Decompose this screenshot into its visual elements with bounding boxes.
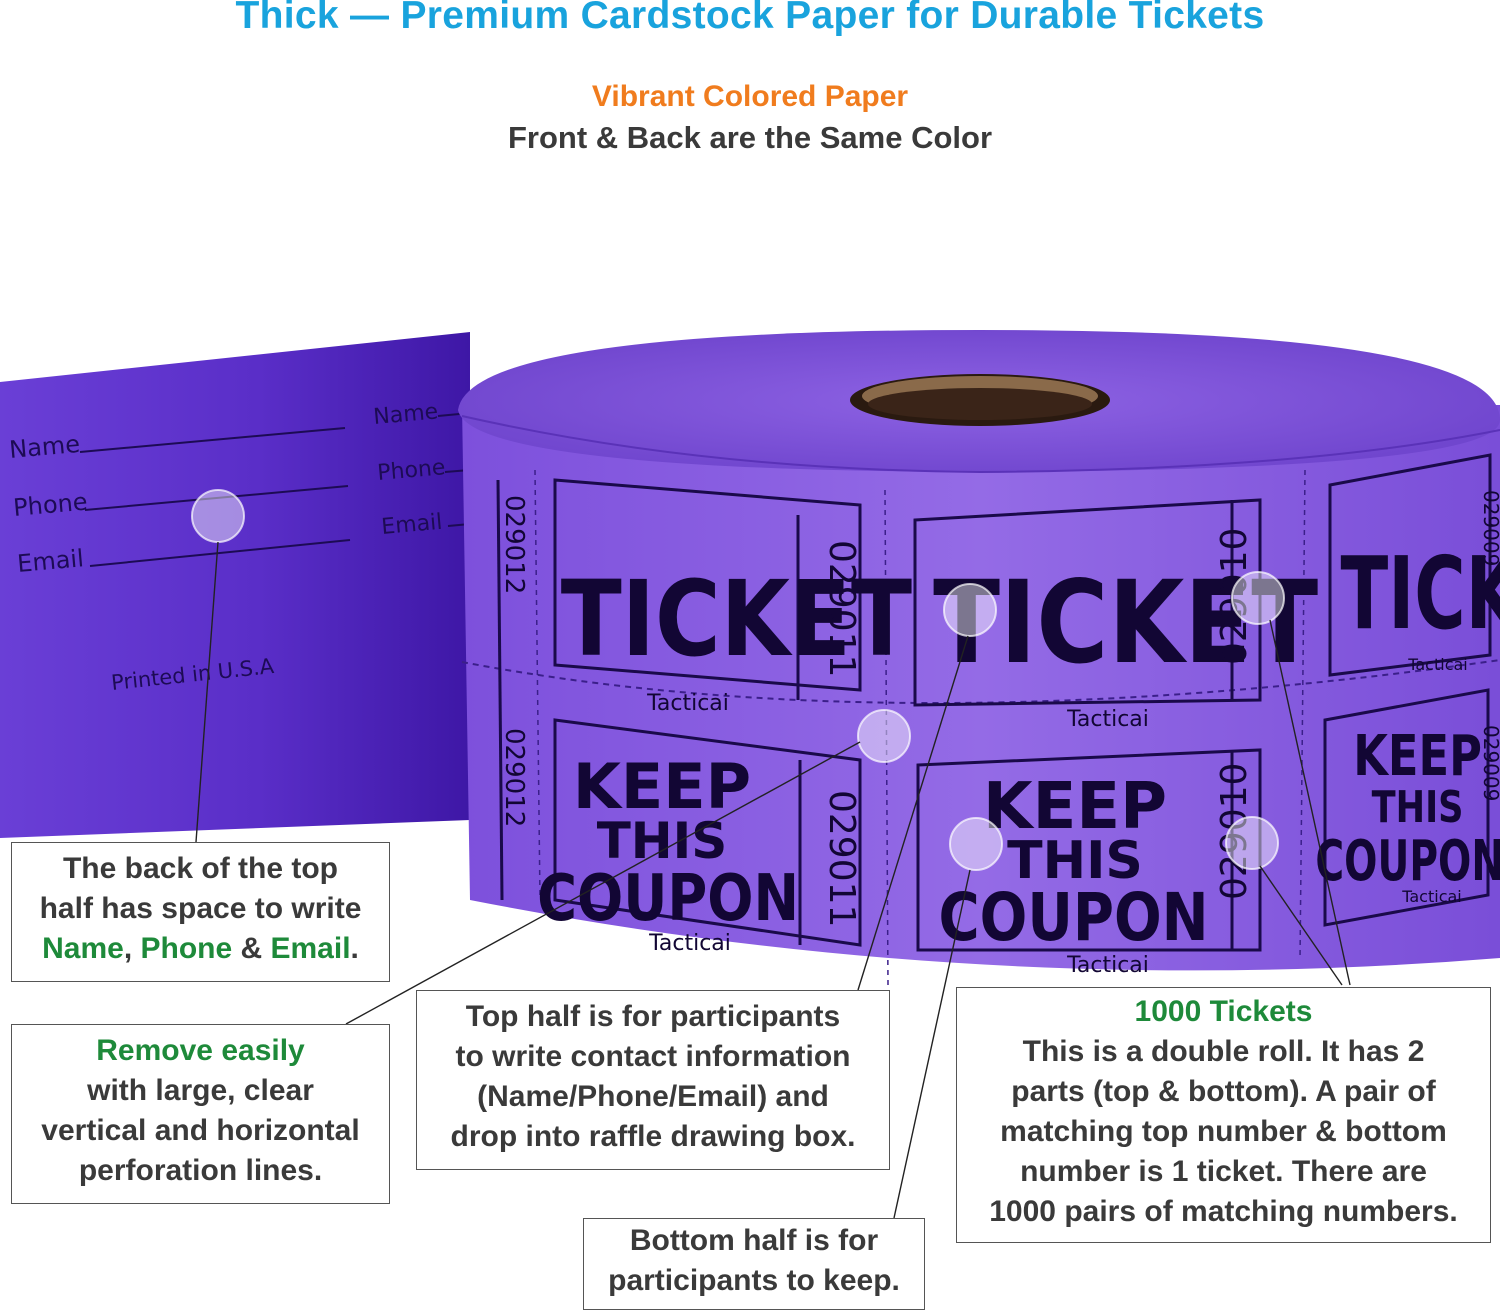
- callout-back-name: Name: [42, 932, 124, 965]
- callout-back-sep2: &: [232, 932, 271, 965]
- callout-top-line2: to write contact information: [455, 1040, 851, 1073]
- ticket-number-029010-bottom: 029010: [1214, 763, 1255, 900]
- callout-1000-tickets: 1000 Tickets This is a double roll. It h…: [956, 987, 1491, 1243]
- callout-remove-line2: vertical and horizontal: [41, 1114, 360, 1147]
- callout-bottom-half: Bottom half is for participants to keep.: [583, 1218, 925, 1310]
- callout-top-line1: Top half is for participants: [465, 1000, 841, 1033]
- keep-word-1: KEEP: [573, 750, 751, 823]
- callout-back-line3: Name, Phone & Email.: [18, 929, 383, 969]
- callout-back-line1: The back of the top: [62, 852, 338, 885]
- ticket-number-029012-bottom: 029012: [499, 728, 529, 827]
- this-word-2: THIS: [1007, 831, 1143, 891]
- this-word-3: THIS: [1372, 782, 1464, 833]
- coupon-word-3: COUPON: [1315, 829, 1500, 894]
- callout-back-email: Email: [270, 932, 351, 965]
- ticket-roll: TICKET TICKET TICKET KEEP THIS COUPON KE…: [458, 330, 1500, 986]
- strip-name-label-2: Name: [372, 399, 439, 430]
- strip-phone-label: Phone: [12, 488, 89, 522]
- callout-remove-head: Remove easily: [96, 1034, 305, 1067]
- callout-tickets-line5: 1000 pairs of matching numbers.: [989, 1195, 1458, 1228]
- brand-label-1: Tacticai: [646, 691, 729, 716]
- strip-email-label: Email: [16, 544, 85, 578]
- callout-back-end: .: [350, 932, 359, 965]
- callout-back-sep1: ,: [123, 932, 141, 965]
- keep-word-2: KEEP: [983, 770, 1167, 844]
- ticket-number-029011-bottom: 029011: [821, 790, 862, 927]
- callout-tickets-head: 1000 Tickets: [1134, 995, 1313, 1028]
- keep-word-3: KEEP: [1353, 723, 1482, 788]
- subtitle: Front & Back are the Same Color: [507, 120, 993, 155]
- ticket-word-1: TICKET: [561, 558, 912, 679]
- brand-label-2: Tacticai: [1066, 707, 1149, 732]
- callout-back-side: The back of the top half has space to wr…: [11, 842, 390, 982]
- callout-bottom-line2: participants to keep.: [608, 1264, 900, 1297]
- callout-remove-line1: with large, clear: [87, 1074, 314, 1107]
- ticket-number-029010-top: 029010: [1214, 528, 1255, 665]
- callout-tickets-line4: number is 1 ticket. There are: [1020, 1155, 1427, 1188]
- brand-label-6: Tacticai: [1401, 887, 1462, 906]
- highlight-markers: [191, 489, 1285, 871]
- brand-label-5: Tacticai: [1066, 953, 1149, 978]
- leader-lines: [195, 541, 1351, 1219]
- unrolled-strip: Name Phone Email Name Phone Email Printe…: [0, 332, 471, 838]
- coupon-word-1: COUPON: [537, 862, 799, 936]
- callout-back-line2: half has space to write: [39, 892, 362, 925]
- strip-phone-label-2: Phone: [376, 455, 446, 486]
- callout-tickets-line1: This is a double roll. It has 2: [1022, 1035, 1425, 1068]
- ticket-number-029009-top: 029009: [1479, 490, 1500, 566]
- brand-label-4: Tacticai: [648, 931, 731, 956]
- callout-bottom-line1: Bottom half is for: [629, 1224, 879, 1257]
- callout-tickets-line2: parts (top & bottom). A pair of: [1011, 1075, 1436, 1108]
- strip-email-label-2: Email: [380, 510, 443, 540]
- this-word-1: THIS: [597, 812, 728, 870]
- ticket-word-3: TICKET: [1341, 536, 1500, 652]
- callout-tickets-line3: matching top number & bottom: [1000, 1115, 1447, 1148]
- callout-top-line3: (Name/Phone/Email) and: [477, 1080, 829, 1113]
- callout-remove-line3: perforation lines.: [78, 1154, 323, 1187]
- subtitle-accent: Vibrant Colored Paper: [591, 80, 909, 113]
- callout-top-line4: drop into raffle drawing box.: [450, 1120, 856, 1153]
- callout-top-half: Top half is for participants to write co…: [416, 990, 890, 1170]
- strip-name-label: Name: [8, 430, 81, 464]
- callout-back-phone: Phone: [140, 932, 233, 965]
- callout-remove-easily: Remove easily with large, clear vertical…: [11, 1024, 390, 1204]
- page-title: Thick — Premium Cardstock Paper for Dura…: [235, 0, 1265, 37]
- ticket-number-029009-bottom: 029009: [1479, 725, 1500, 801]
- brand-label-3: Tacticai: [1407, 655, 1468, 674]
- coupon-word-2: COUPON: [938, 880, 1208, 957]
- ticket-number-029011-top: 029011: [821, 540, 862, 677]
- ticket-number-029012-top: 029012: [499, 495, 529, 594]
